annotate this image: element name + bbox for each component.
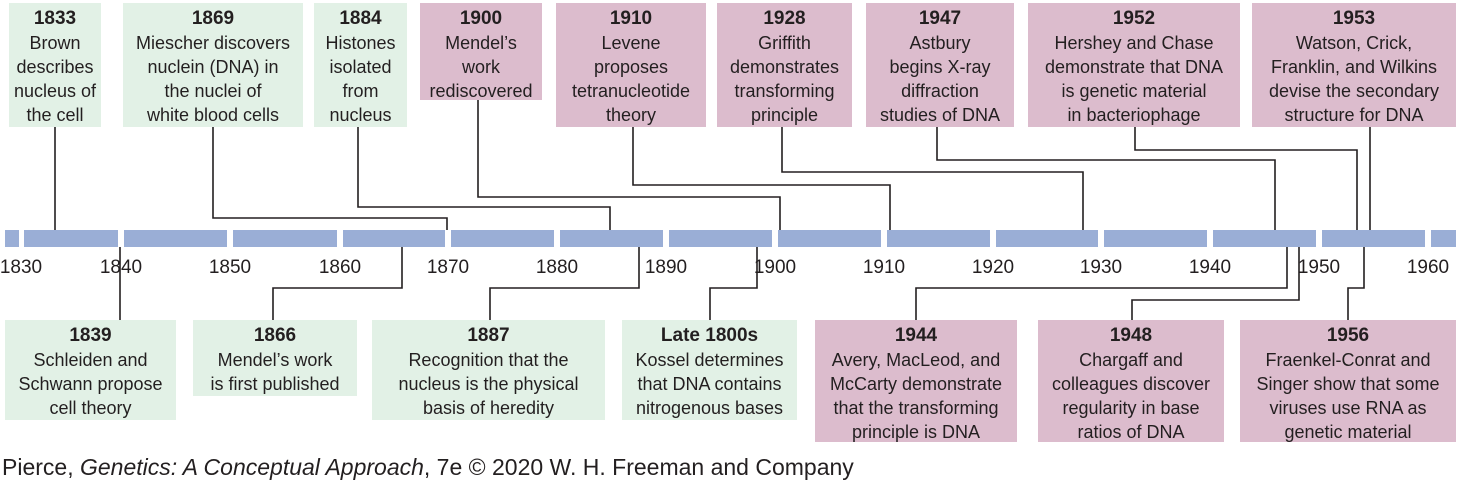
event-1833: 1833 Brown describes nucleus of the cell: [9, 3, 101, 127]
connector-1910: [632, 127, 891, 230]
axis-segment: [1322, 230, 1425, 247]
axis-segment: [451, 230, 554, 247]
event-description: Miescher discovers nuclein (DNA) in the …: [135, 33, 291, 125]
axis-tick-label: 1860: [318, 257, 362, 278]
event-description: Fraenkel-Conrat and Singer show that som…: [1256, 350, 1440, 442]
connector-1947: [936, 127, 1276, 230]
event-1944: 1944 Avery, MacLeod, and McCarty demonst…: [815, 320, 1017, 442]
connector-1884: [357, 127, 611, 230]
event-description: Levene proposes tetranucleotide theory: [571, 33, 691, 125]
event-1900: 1900 Mendel’s work rediscovered: [420, 3, 542, 101]
axis-tick-label: 1950: [1297, 257, 1341, 278]
event-description: Mendel’s work is first published: [210, 350, 340, 394]
event-description: Astbury begins X-ray diffraction studies…: [879, 33, 1001, 125]
event-1956: 1956 Fraenkel-Conrat and Singer show tha…: [1240, 320, 1456, 442]
event-1839: 1839 Schleiden and Schwann propose cell …: [5, 320, 176, 420]
event-year: 1887: [467, 325, 510, 346]
event-description: Hershey and Chase demonstrate that DNA i…: [1044, 33, 1224, 125]
event-year: 1869: [191, 8, 235, 29]
event-year: Late 1800s: [660, 325, 759, 346]
event-1869: 1869 Miescher discovers nuclein (DNA) in…: [123, 3, 303, 127]
event-year: 1952: [1112, 8, 1156, 29]
axis-tick-label: 1920: [971, 257, 1015, 278]
event-1910: 1910 Levene proposes tetranucleotide the…: [556, 3, 706, 127]
event-late-1800s: Late 1800s Kossel determines that DNA co…: [622, 320, 797, 420]
axis-tick-label: 1930: [1079, 257, 1123, 278]
event-1948: 1948 Chargaff and colleagues discover re…: [1038, 320, 1224, 442]
axis-tick-label: 1870: [426, 257, 470, 278]
event-year: 1866: [253, 325, 297, 346]
connector-1869: [212, 127, 448, 230]
event-description: Watson, Crick, Franklin, and Wilkins dev…: [1268, 33, 1440, 125]
axis-tick-label: 1910: [862, 257, 906, 278]
axis-segment: [778, 230, 881, 247]
axis-segment: [996, 230, 1098, 247]
axis-segment: [1104, 230, 1207, 247]
axis-tick-label: 1890: [644, 257, 688, 278]
event-year: 1953: [1332, 8, 1376, 29]
event-1928: 1928 Griffith demonstrates transforming …: [717, 3, 852, 127]
event-year: 1910: [609, 8, 653, 29]
credit-author: Pierce,: [2, 454, 80, 480]
event-1947: 1947 Astbury begins X-ray diffraction st…: [866, 3, 1014, 127]
axis-segment: [233, 230, 337, 247]
event-description: Chargaff and colleagues discover regular…: [1051, 350, 1211, 442]
axis-tick-label: 1900: [753, 257, 797, 278]
event-description: Brown describes nucleus of the cell: [13, 33, 97, 125]
event-description: Schleiden and Schwann propose cell theor…: [18, 350, 163, 418]
connector-1928: [781, 127, 1084, 230]
event-description: Mendel’s work rediscovered: [429, 33, 533, 101]
event-year: 1948: [1109, 325, 1153, 346]
event-1866: 1866 Mendel’s work is first published: [193, 320, 357, 396]
event-year: 1833: [33, 8, 77, 29]
axis-segment: [887, 230, 990, 247]
event-description: Griffith demonstrates transforming princ…: [729, 33, 840, 125]
axis-segment: [24, 230, 118, 247]
event-year: 1944: [894, 325, 938, 346]
event-1952: 1952 Hershey and Chase demonstrate that …: [1028, 3, 1240, 127]
event-year: 1928: [763, 8, 806, 29]
axis-segment: [669, 230, 772, 247]
axis-segment: [1431, 230, 1456, 247]
axis-segment: [343, 230, 445, 247]
event-description: Histones isolated from nucleus: [325, 33, 396, 125]
connector-1952: [1134, 127, 1358, 230]
credit-edition: , 7e © 2020 W. H. Freeman and Company: [423, 454, 854, 480]
credit-book-title: Genetics: A Conceptual Approach: [79, 454, 424, 480]
event-description: Recognition that the nucleus is the phys…: [398, 350, 579, 418]
axis-tick-label: 1850: [208, 257, 252, 278]
axis-tick-label: 1960: [1406, 257, 1450, 278]
connector-1956: [1347, 247, 1365, 320]
axis-segment: [124, 230, 227, 247]
axis-tick-label: 1840: [99, 257, 143, 278]
event-year: 1900: [459, 8, 503, 29]
event-year: 1839: [69, 325, 112, 346]
figure-credit: Pierce, Genetics: A Conceptual Approach,…: [2, 452, 854, 482]
axis-tick-label: 1880: [535, 257, 579, 278]
axis-tick-label: 1830: [0, 257, 43, 278]
event-year: 1947: [918, 8, 962, 29]
axis-tick-label: 1940: [1188, 257, 1232, 278]
event-1887: 1887 Recognition that the nucleus is the…: [372, 320, 605, 420]
axis-segment: [1213, 230, 1316, 247]
event-year: 1956: [1326, 325, 1370, 346]
event-description: Kossel determines that DNA contains nitr…: [635, 350, 784, 418]
event-year: 1884: [339, 8, 382, 29]
event-1953: 1953 Watson, Crick, Franklin, and Wilkin…: [1252, 3, 1456, 127]
event-1884: 1884 Histones isolated from nucleus: [314, 3, 407, 127]
axis-segment: [5, 230, 19, 247]
event-description: Avery, MacLeod, and McCarty demonstrate …: [829, 350, 1003, 442]
axis-segment: [560, 230, 663, 247]
